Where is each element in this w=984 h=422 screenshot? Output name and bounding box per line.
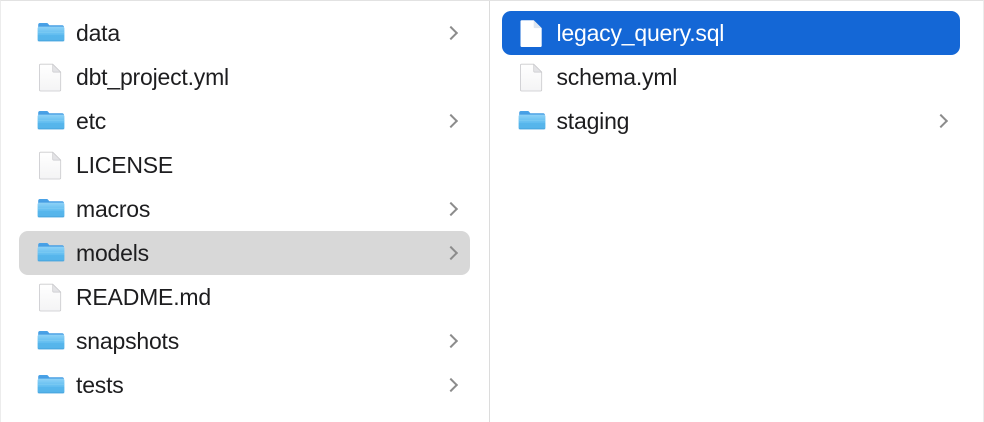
document-icon	[36, 282, 66, 312]
folder-icon	[36, 370, 66, 400]
finder-item-dbt-project-yml[interactable]: dbt_project.yml	[19, 55, 470, 99]
folder-icon	[517, 106, 547, 136]
document-icon	[517, 18, 547, 48]
folder-icon	[36, 326, 66, 356]
finder-item-label: dbt_project.yml	[76, 64, 229, 90]
finder-item-label: tests	[76, 372, 124, 398]
finder-item-license[interactable]: LICENSE	[19, 143, 470, 187]
document-icon	[36, 150, 66, 180]
document-icon	[36, 62, 66, 92]
finder-item-tests[interactable]: tests	[19, 363, 470, 407]
finder-item-staging[interactable]: staging	[502, 99, 961, 143]
finder-item-label: macros	[76, 196, 151, 222]
finder-item-snapshots[interactable]: snapshots	[19, 319, 470, 363]
document-icon	[517, 62, 547, 92]
folder-icon	[36, 106, 66, 136]
finder-item-etc[interactable]: etc	[19, 99, 470, 143]
finder-item-readme-md[interactable]: README.md	[19, 275, 470, 319]
folder-icon	[36, 194, 66, 224]
finder-item-label: data	[76, 20, 120, 46]
finder-item-label: snapshots	[76, 328, 180, 354]
finder-item-label: staging	[556, 108, 630, 134]
finder-item-macros[interactable]: macros	[19, 187, 470, 231]
finder-item-label: models	[76, 240, 149, 266]
finder-item-data[interactable]: data	[19, 11, 470, 55]
finder-item-label: README.md	[76, 284, 211, 310]
finder-item-label: etc	[76, 108, 107, 134]
chevron-right-icon[interactable]	[444, 376, 458, 394]
folder-icon	[36, 18, 66, 48]
finder-item-legacy-query-sql[interactable]: legacy_query.sql	[501, 11, 960, 55]
chevron-right-icon[interactable]	[444, 332, 458, 350]
finder-item-models[interactable]: models	[19, 231, 470, 275]
finder-item-label: legacy_query.sql	[556, 20, 725, 46]
finder-item-label: schema.yml	[556, 64, 678, 90]
finder-item-label: LICENSE	[76, 152, 174, 178]
chevron-right-icon[interactable]	[444, 200, 458, 218]
finder-column-child[interactable]: legacy_query.sql schema.yml staging	[489, 1, 983, 422]
chevron-right-icon[interactable]	[444, 112, 458, 130]
folder-icon	[36, 238, 66, 268]
chevron-right-icon[interactable]	[444, 244, 458, 262]
chevron-right-icon[interactable]	[444, 24, 458, 42]
finder-item-schema-yml[interactable]: schema.yml	[502, 55, 961, 99]
chevron-right-icon[interactable]	[934, 112, 948, 130]
